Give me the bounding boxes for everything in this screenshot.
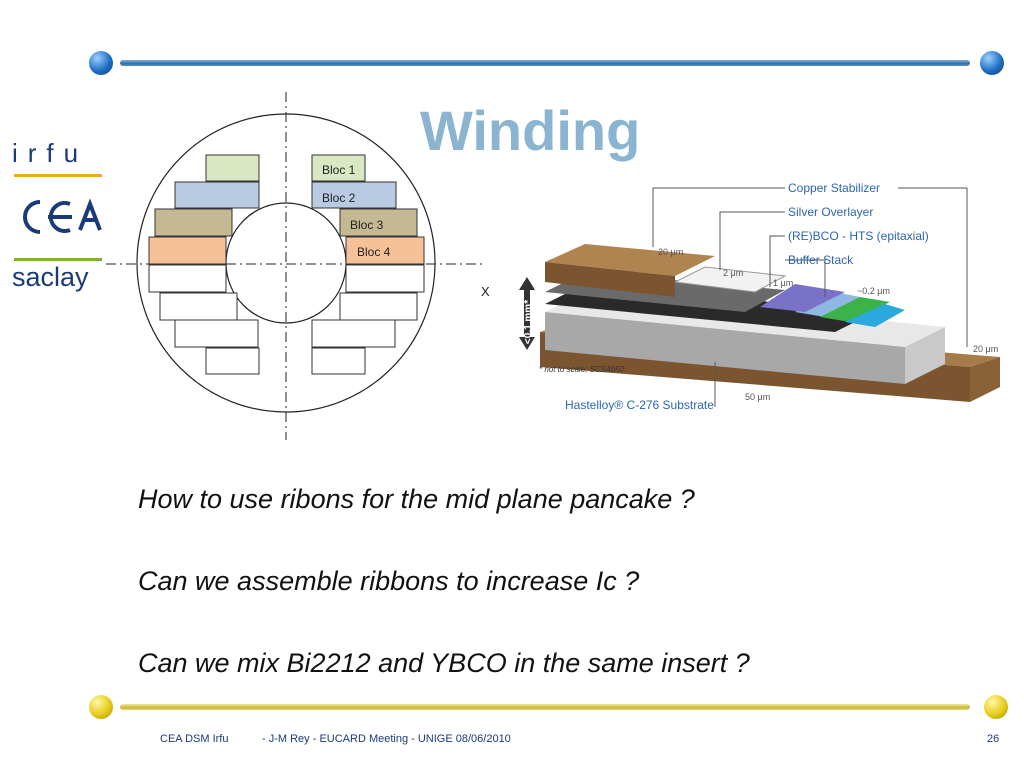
label-copper-stabilizer: Copper Stabilizer [788, 181, 880, 195]
thickness-arrow: <0.1 mm* [519, 277, 535, 350]
left-block-1 [205, 154, 260, 182]
right-block-6 [339, 292, 418, 321]
left-block-4 [148, 236, 227, 265]
substrate-side [905, 327, 945, 384]
copper-top-top [545, 244, 715, 276]
bloc-1-label: Bloc 1 [322, 163, 356, 177]
hts-tape-diagram: <0.1 mm* Copper Stabilizer Silver Overla… [519, 181, 1000, 412]
not-to-scale-note: * not to scale; SCS4050 [539, 365, 624, 374]
slide-title: Winding [420, 99, 641, 162]
logo-cea-icon [23, 198, 102, 234]
footer-bar [120, 704, 970, 710]
bloc-4 [345, 236, 425, 265]
logo-divider-green [14, 258, 102, 261]
right-block-5 [345, 264, 425, 293]
left-block-5 [148, 264, 227, 293]
dim-buffer: ~0.2 μm [857, 286, 890, 296]
substrate-front [545, 312, 905, 384]
label-rebco: (RE)BCO - HTS (epitaxial) [788, 229, 929, 243]
logo-divider-orange [14, 174, 102, 177]
leader-copper [652, 187, 785, 247]
bloc-2-label: Bloc 2 [322, 191, 356, 205]
copper-top-front [545, 262, 675, 297]
footer-org: CEA DSM Irfu [160, 733, 229, 745]
left-block-3 [154, 208, 233, 237]
rebco-layer [760, 284, 845, 312]
question-3: Can we mix Bi2212 and YBCO in the same i… [138, 648, 750, 678]
footer-dot-left [89, 695, 113, 719]
copper-bottom-side [970, 357, 1000, 402]
silver-top [673, 266, 787, 293]
label-silver-overlayer: Silver Overlayer [788, 205, 873, 219]
bloc-3 [339, 208, 418, 237]
header-dot-right [980, 51, 1004, 75]
right-block-7 [311, 319, 396, 348]
buffer-stripe-1 [795, 292, 865, 317]
dim-copper-bottom: 20 μm [973, 344, 998, 354]
leader-silver [719, 211, 785, 270]
label-hastelloy-substrate: Hastelloy® C-276 Substrate [565, 398, 714, 412]
header-bar [120, 60, 970, 66]
left-block-7 [174, 319, 259, 348]
left-block-6 [159, 292, 238, 321]
bloc-2 [311, 181, 397, 209]
footer-meeting: - J-M Rey - EUCARD Meeting - UNIGE 08/06… [262, 733, 511, 745]
hts-stripe [820, 297, 890, 322]
label-buffer-stack: Buffer Stack [788, 253, 854, 267]
dim-rebco: 1 μm [773, 278, 793, 288]
bloc-4-label: Bloc 4 [357, 245, 391, 259]
dim-silver: 2 μm [723, 268, 743, 278]
question-2: Can we assemble ribbons to increase Ic ? [138, 566, 640, 596]
axis-x-label: X [481, 284, 490, 299]
left-block-8 [205, 347, 260, 375]
logo-irfu: irfu [12, 138, 89, 168]
right-block-8 [311, 347, 366, 375]
dim-copper-top: 20 μm [658, 247, 683, 257]
page-number: 26 [987, 733, 1000, 745]
bloc-3-label: Bloc 3 [350, 218, 384, 232]
bloc-1 [311, 154, 366, 182]
leader-buffer [785, 259, 826, 297]
footer-dot-right [984, 695, 1008, 719]
magnet-cross-section: Bloc 1 Bloc 2 Bloc 3 Bloc 4 X [106, 92, 490, 440]
thickness-label: <0.1 mm* [523, 300, 534, 344]
dim-substrate: 50 μm [745, 392, 770, 402]
leader-rebco [769, 235, 785, 287]
header-dot-left [89, 51, 113, 75]
buffer-stripe-2 [845, 304, 905, 327]
question-1: How to use ribons for the mid plane panc… [138, 484, 695, 514]
left-block-2 [174, 181, 260, 209]
logo-saclay: saclay [12, 262, 89, 292]
